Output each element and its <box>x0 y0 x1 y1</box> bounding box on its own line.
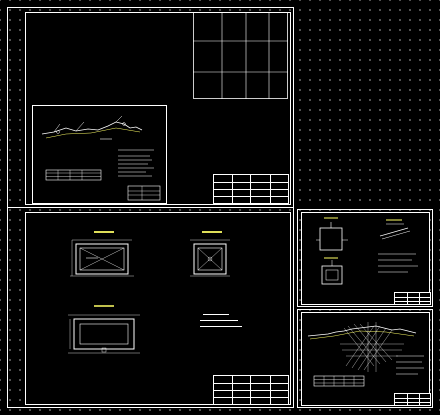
sheet-c-detail-drawings <box>316 217 418 285</box>
sheet-b-section-2-2 <box>190 231 230 277</box>
sheet-a-title-block[interactable] <box>213 174 289 204</box>
sheet-a-subframe[interactable] <box>32 105 167 204</box>
sheet-b-note-line <box>200 320 238 321</box>
sheet-b-border <box>25 212 291 405</box>
drawing-sheet-b[interactable] <box>7 207 294 408</box>
sheet-b-title-block[interactable] <box>213 375 289 405</box>
sheet-b-section-1-1 <box>70 231 134 277</box>
sheet-b-plan-view <box>68 305 140 354</box>
sheet-d-profile-drawing <box>307 322 424 387</box>
drawing-sheet-c[interactable] <box>297 209 433 307</box>
sheet-a-table-grid <box>193 12 288 99</box>
sheet-c-border <box>301 212 430 305</box>
sheet-b-note-line <box>200 326 242 327</box>
sheet-c-title-block[interactable] <box>394 292 431 305</box>
sheet-d-title-block[interactable] <box>394 393 431 406</box>
sheet-a-profile-drawing <box>41 115 161 201</box>
sheet-b-note-line <box>203 314 229 315</box>
